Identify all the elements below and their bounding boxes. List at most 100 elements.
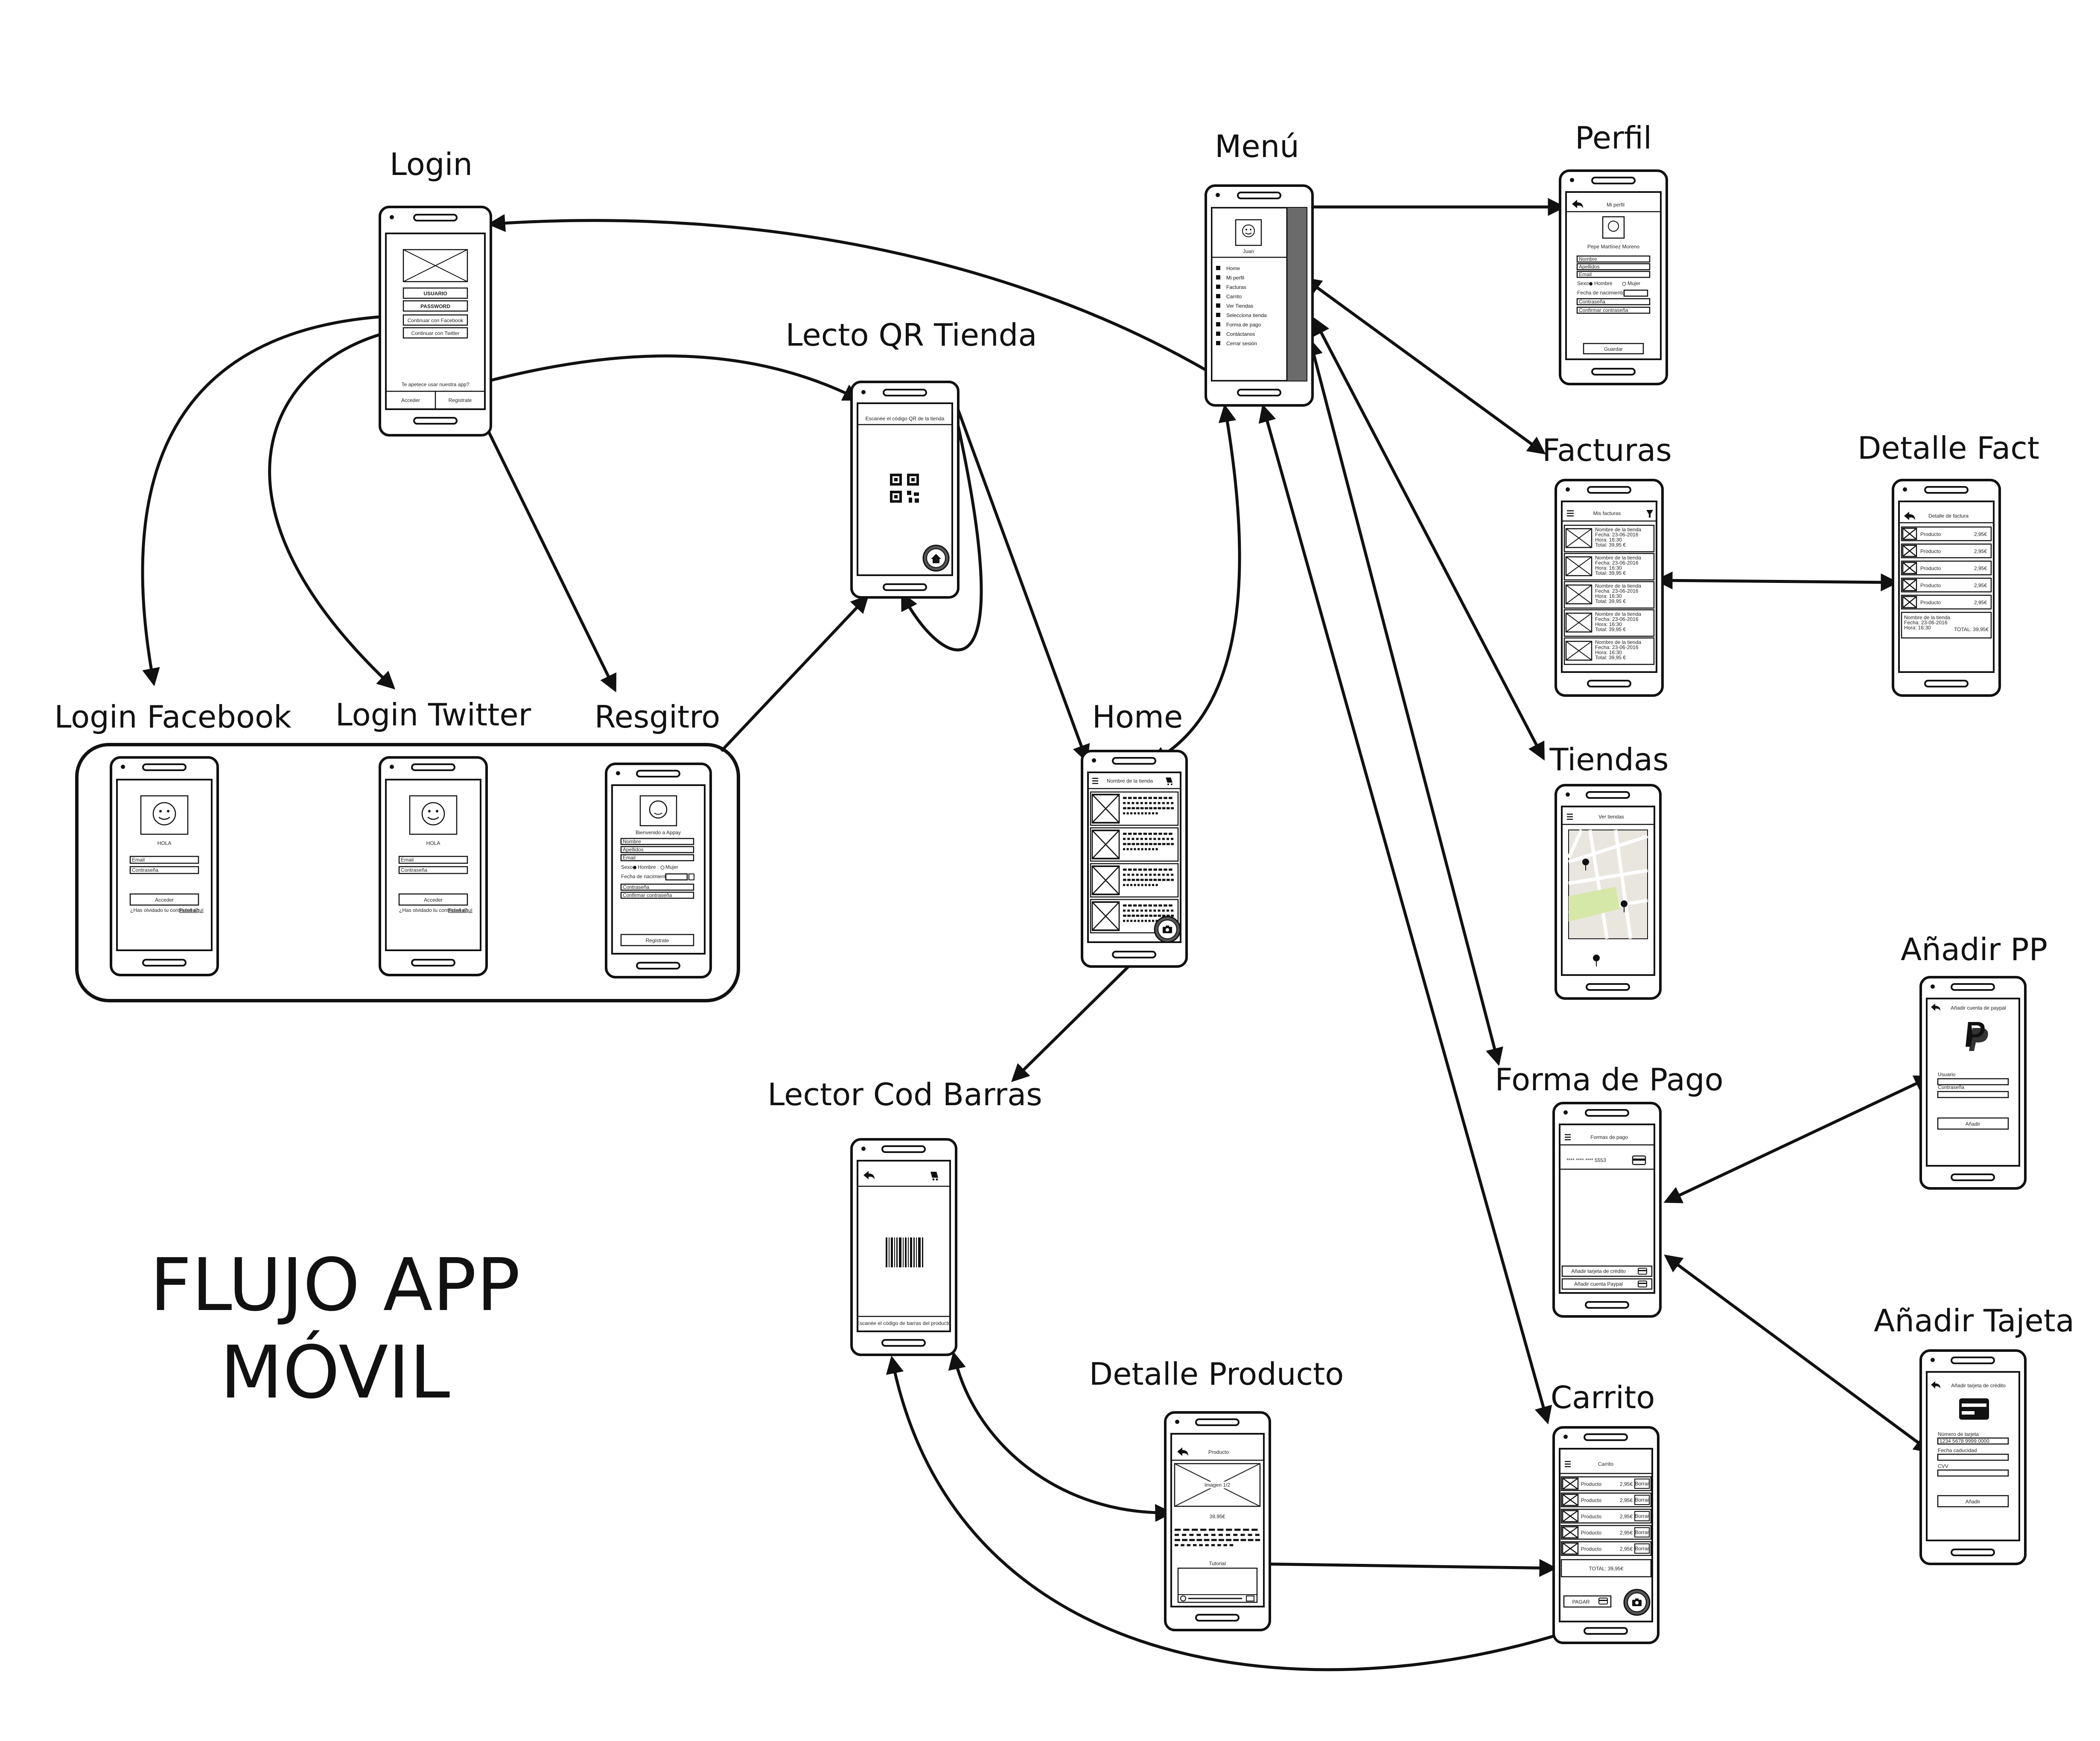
filter-icon[interactable] bbox=[1646, 510, 1653, 518]
edge-menu-facturas bbox=[1303, 277, 1546, 454]
product-card[interactable] bbox=[1090, 863, 1179, 898]
menu-item-profile[interactable]: Mi perfil bbox=[1226, 275, 1244, 281]
registro-email-field[interactable] bbox=[620, 854, 694, 862]
hamburger-icon[interactable] bbox=[1565, 1461, 1571, 1467]
menu-item-stores[interactable]: Ver Tiendas bbox=[1226, 303, 1253, 309]
tutorial-video-player[interactable] bbox=[1177, 1567, 1258, 1603]
acceder-tab[interactable]: Acceder bbox=[401, 397, 420, 403]
invoice-total: TOTAL: 39,95€ bbox=[1954, 626, 1989, 632]
card-cvv-field[interactable] bbox=[1937, 1469, 2009, 1477]
store-pin-icon bbox=[1593, 955, 1600, 967]
profile-email-field[interactable] bbox=[1576, 271, 1651, 278]
svg-text:Producto: Producto bbox=[1581, 1530, 1601, 1536]
menu-item-logout[interactable]: Cerrar sesión bbox=[1226, 341, 1257, 346]
card-number-field[interactable] bbox=[1937, 1437, 2009, 1445]
hamburger-icon[interactable] bbox=[1567, 813, 1573, 820]
back-icon[interactable] bbox=[863, 1171, 875, 1179]
registro-surname-field[interactable] bbox=[620, 846, 694, 853]
add-paypal-button[interactable] bbox=[1561, 1278, 1653, 1290]
back-icon[interactable] bbox=[1572, 200, 1583, 208]
twitter-login-button[interactable] bbox=[402, 327, 468, 339]
edge-qr-self bbox=[901, 388, 983, 652]
add-credit-card-button[interactable] bbox=[1561, 1265, 1653, 1277]
cart-icon[interactable] bbox=[1166, 777, 1172, 785]
profile-surname-field[interactable] bbox=[1576, 263, 1651, 271]
edge-menu-carrito bbox=[1258, 404, 1552, 1425]
phone-detalle-producto: Producto Imagen 1/2 39,95€ Tutorial bbox=[1164, 1411, 1271, 1631]
back-icon[interactable] bbox=[1177, 1447, 1188, 1456]
card-expiry-field[interactable] bbox=[1937, 1453, 2009, 1461]
svg-text:Nombre de la tienda: Nombre de la tienda bbox=[1904, 614, 1950, 620]
twitter-password-field[interactable] bbox=[398, 866, 468, 874]
twitter-acceder-button[interactable] bbox=[398, 893, 468, 906]
profile-save-button[interactable] bbox=[1583, 343, 1644, 355]
twitter-email-field[interactable] bbox=[398, 856, 468, 864]
svg-text:Email: Email bbox=[1579, 271, 1592, 277]
menu-overlay[interactable] bbox=[1287, 208, 1307, 381]
remove-item-button[interactable] bbox=[1634, 1479, 1650, 1489]
menu-item-payment[interactable]: Forma de pago bbox=[1226, 322, 1261, 328]
svg-text:Borrar: Borrar bbox=[1635, 1513, 1649, 1519]
card-add-button[interactable] bbox=[1937, 1495, 2009, 1508]
hamburger-icon[interactable] bbox=[1567, 510, 1574, 517]
phone-registro: Bienvenido a Appay Nombre Apellidos Emai… bbox=[605, 763, 712, 978]
hamburger-icon[interactable] bbox=[1092, 777, 1098, 784]
menu-item-cart[interactable]: Carrito bbox=[1226, 294, 1242, 300]
stores-map[interactable] bbox=[1567, 829, 1648, 967]
profile-name-field[interactable] bbox=[1576, 255, 1651, 263]
facebook-email-field[interactable] bbox=[129, 856, 199, 864]
remove-item-button[interactable] bbox=[1634, 1527, 1650, 1537]
svg-text:Producto: Producto bbox=[1581, 1481, 1601, 1487]
menu-item-contact[interactable]: Contáctanos bbox=[1226, 331, 1255, 337]
registro-name-field[interactable] bbox=[620, 838, 694, 845]
password-field[interactable] bbox=[402, 300, 468, 312]
profile-password-field[interactable] bbox=[1576, 298, 1651, 306]
paypal-user-field[interactable] bbox=[1937, 1078, 2009, 1086]
profile-date-field[interactable] bbox=[1623, 289, 1648, 297]
back-icon[interactable] bbox=[1904, 512, 1915, 520]
registro-confirm-field[interactable] bbox=[620, 891, 694, 899]
remove-item-button[interactable] bbox=[1634, 1543, 1650, 1554]
remove-item-button[interactable] bbox=[1634, 1511, 1650, 1521]
paypal-add-button[interactable] bbox=[1937, 1117, 2009, 1130]
camera-fab-button[interactable] bbox=[1154, 916, 1181, 943]
registro-password-field[interactable] bbox=[620, 883, 694, 891]
home-fab-button[interactable] bbox=[922, 544, 950, 572]
paypal-password-field[interactable] bbox=[1937, 1091, 2009, 1098]
facebook-password-field[interactable] bbox=[129, 866, 199, 874]
cart-icon[interactable] bbox=[930, 1172, 938, 1181]
svg-text:Continuar con Facebook: Continuar con Facebook bbox=[408, 317, 464, 323]
svg-text:2,95€: 2,95€ bbox=[1620, 1514, 1633, 1520]
registro-submit-button[interactable] bbox=[620, 934, 694, 946]
hamburger-icon[interactable] bbox=[1565, 1134, 1571, 1141]
camera-fab-button[interactable] bbox=[1623, 1589, 1651, 1616]
remove-item-button[interactable] bbox=[1634, 1495, 1650, 1505]
svg-text:Fecha: 23-06-2016: Fecha: 23-06-2016 bbox=[1595, 532, 1639, 538]
svg-text:Mi perfil: Mi perfil bbox=[1607, 202, 1625, 208]
menu-item-invoices[interactable]: Facturas bbox=[1226, 284, 1246, 290]
back-icon[interactable] bbox=[1931, 1004, 1940, 1011]
saved-card[interactable]: **** **** **** 5553 bbox=[1566, 1157, 1606, 1163]
product-card[interactable] bbox=[1090, 827, 1179, 862]
twitter-forgot-link[interactable]: Pulsa aquí bbox=[448, 907, 472, 913]
registro-date-field[interactable] bbox=[665, 873, 688, 881]
product-card[interactable] bbox=[1090, 791, 1179, 826]
facebook-acceder-button[interactable] bbox=[129, 893, 199, 906]
calendar-icon[interactable] bbox=[688, 873, 694, 880]
registrate-tab[interactable]: Registrate bbox=[449, 397, 472, 403]
menu-item-select-store[interactable]: Selecciona tienda bbox=[1226, 312, 1267, 318]
menu-item-home[interactable]: Home bbox=[1226, 265, 1240, 271]
back-icon[interactable] bbox=[1931, 1381, 1940, 1389]
facebook-login-button[interactable] bbox=[402, 314, 468, 326]
profile-confirm-field[interactable] bbox=[1576, 306, 1651, 314]
svg-text:Producto: Producto bbox=[1581, 1497, 1601, 1503]
facebook-forgot-link[interactable]: Pulsa aquí bbox=[179, 907, 204, 913]
username-field[interactable] bbox=[402, 287, 468, 299]
edge-login-twitter bbox=[268, 327, 406, 690]
svg-text:Usuario: Usuario bbox=[1938, 1071, 1956, 1077]
